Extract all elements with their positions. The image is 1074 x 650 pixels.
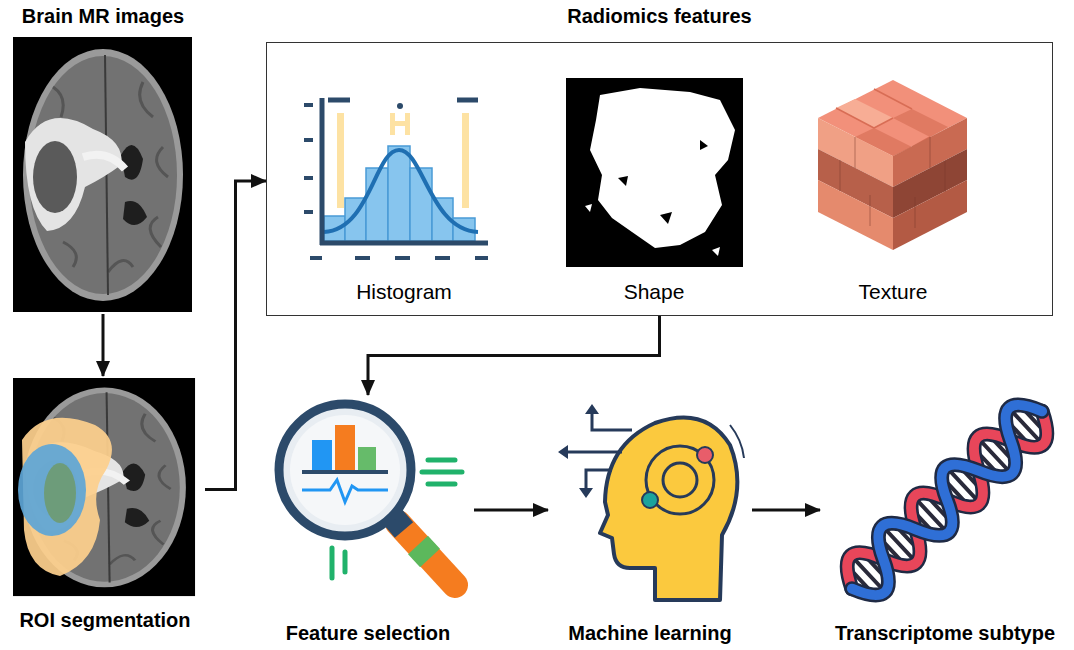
machine-learning-icon-part xyxy=(663,463,697,497)
histogram-icon xyxy=(304,98,488,258)
shape-mask-icon-part xyxy=(566,78,743,267)
texture-cube-icon-part xyxy=(893,180,967,250)
machine-learning-icon-part xyxy=(697,447,713,463)
feature-selection-icon-part xyxy=(302,470,388,474)
histogram-icon-part xyxy=(397,103,403,109)
dna-helix-icon-part xyxy=(835,393,1059,607)
flow-arrow xyxy=(752,509,820,512)
flow-arrow xyxy=(205,181,266,490)
machine-learning-icon-part xyxy=(730,425,744,458)
tumor-region xyxy=(18,444,86,536)
histogram-icon-part xyxy=(328,98,478,103)
texture-cube-icon-part xyxy=(840,137,945,228)
mri-image xyxy=(13,37,192,312)
feature-selection-icon-part xyxy=(332,548,345,578)
feature-selection-icon xyxy=(279,404,462,585)
feature-panel: Histogram Shape Texture Radiomics features xyxy=(266,2,1053,316)
machine-learning-icon-part xyxy=(558,404,599,498)
feature-selection-icon-part xyxy=(279,404,411,536)
texture-cube-icon xyxy=(818,80,967,250)
histogram-icon-part xyxy=(462,113,469,208)
feature-selection-icon-part xyxy=(358,447,376,470)
feature-selection-icon-part xyxy=(418,545,430,558)
histogram-icon-part xyxy=(337,113,344,208)
node-heading: Radiomics features xyxy=(567,4,752,28)
machine-learning-icon-part xyxy=(600,417,737,600)
shape-mask-icon xyxy=(566,78,743,267)
node-label: Shape xyxy=(624,279,685,304)
feature-item: Texture xyxy=(808,75,978,306)
histogram-icon-part xyxy=(310,256,488,260)
machine-learning-icon-part xyxy=(566,412,632,490)
process-step: Machine learning xyxy=(548,398,752,647)
segmented-mri-image-part xyxy=(13,378,195,596)
node-label: Feature selection xyxy=(286,621,451,645)
process-step: Feature selection xyxy=(262,395,474,647)
feature-selection-icon-part xyxy=(290,415,400,525)
flow-arrow xyxy=(474,509,548,512)
node-label: ROI segmentation xyxy=(19,608,190,632)
machine-learning-icon-part xyxy=(642,492,658,508)
flow-arrow xyxy=(102,314,105,376)
image-node: ROI segmentation xyxy=(5,376,205,634)
dna-helix-icon-part xyxy=(835,393,1059,607)
dna-helix-icon xyxy=(835,393,1059,607)
dna-helix-icon-part xyxy=(835,393,1059,607)
mri-image-part xyxy=(13,37,192,312)
segmented-mri-image xyxy=(13,378,195,596)
shape-mask-icon-part xyxy=(618,140,708,224)
panel-frame xyxy=(266,42,1053,316)
feature-item: Histogram xyxy=(300,88,508,306)
image-node: Brain MR images xyxy=(8,2,198,314)
histogram-icon-part xyxy=(324,150,478,232)
histogram-icon-part xyxy=(304,105,313,212)
node-label: Texture xyxy=(859,279,928,304)
texture-cube-icon-part xyxy=(818,180,893,250)
histogram-icon-part xyxy=(410,168,432,241)
histogram-icon-part xyxy=(320,98,488,245)
process-step: Transcriptome subtype xyxy=(820,398,1070,647)
feature-selection-icon-part xyxy=(422,460,462,484)
machine-learning-icon xyxy=(558,404,744,600)
feature-selection-icon-part xyxy=(335,425,355,470)
node-label: Machine learning xyxy=(568,621,731,645)
feature-selection-icon-part xyxy=(312,440,332,470)
flow-arrow xyxy=(368,316,660,395)
node-label: Transcriptome subtype xyxy=(835,621,1055,645)
shape-mask-icon-part xyxy=(585,106,720,256)
dna-helix-icon-part xyxy=(835,393,1059,607)
histogram-icon-part xyxy=(388,146,410,241)
feature-selection-icon-part xyxy=(302,480,388,502)
necrosis-region xyxy=(44,463,76,523)
feature-selection-icon-part xyxy=(398,523,455,585)
node-label: Histogram xyxy=(356,279,452,304)
histogram-icon-part xyxy=(390,121,410,126)
feature-item: Shape xyxy=(560,75,748,306)
node-heading: Brain MR images xyxy=(22,4,184,28)
